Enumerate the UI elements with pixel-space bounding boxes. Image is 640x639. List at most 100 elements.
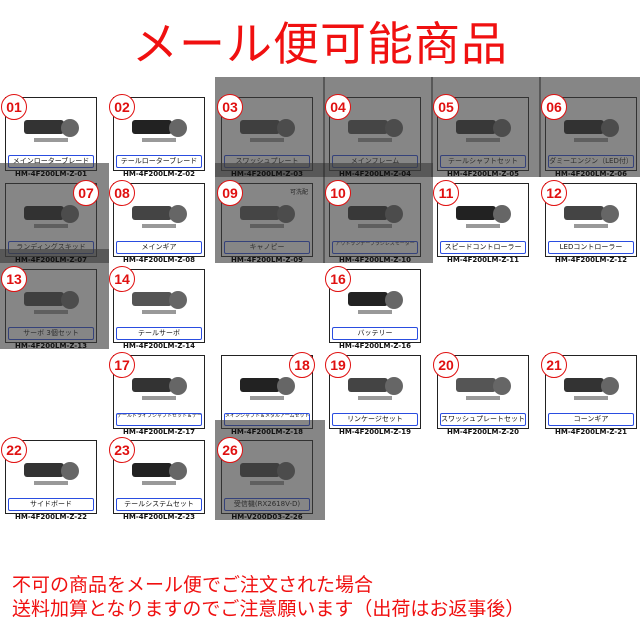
product-card[interactable]: 11 スピードコントローラー HM-4F200LM-Z-11 [433, 169, 541, 264]
product-code: HM-4F200LM-Z-07 [15, 256, 87, 264]
product-image-frame: スピードコントローラー [437, 183, 529, 257]
landing-skid-icon [24, 205, 79, 228]
product-card[interactable]: 08 メインギア HM-4F200LM-Z-08 [109, 169, 217, 264]
product-card[interactable]: 22 サイドボード HM-4F200LM-Z-22 [1, 426, 109, 521]
item-number-badge: 22 [1, 437, 27, 463]
product-image-frame: テールシステムセット [113, 440, 205, 514]
notice-line-2: 送料加算となりますのでご注意願います（出荷はお返事後） [12, 598, 525, 620]
product-name: テールシャフトセット [440, 155, 526, 168]
product-image-frame: メインローターブレード [5, 97, 97, 171]
product-card[interactable]: 20 スワッシュプレートセット HM-4F200LM-Z-20 [433, 341, 541, 436]
item-number-badge: 02 [109, 94, 135, 120]
product-name: メインローターブレード [8, 155, 94, 168]
frame-icon [348, 119, 403, 142]
product-name: ダミーエンジン（LED付） [548, 155, 634, 168]
item-number-badge: 19 [325, 352, 351, 378]
product-image-frame: サーボ 3個セット [5, 269, 97, 343]
shaft-icon [132, 377, 187, 400]
receiver-icon [240, 462, 295, 485]
item-number-badge: 04 [325, 94, 351, 120]
product-card[interactable]: 17 テールドライブシャフトセット＆テールプッシュロッドセット HM-4F200… [109, 341, 217, 436]
product-code: HM-4F200LM-Z-02 [123, 170, 195, 178]
product-name: スワッシュプレート [224, 155, 310, 168]
product-card[interactable]: 23 テールシステムセット HM-4F200LM-Z-23 [109, 426, 217, 521]
product-name: コーンギア [548, 413, 634, 426]
product-name: LEDコントローラー [548, 241, 634, 254]
side-board-icon [24, 462, 79, 485]
product-name: アウトランナーブラシレスモーター [332, 241, 418, 254]
item-number-badge: 13 [1, 266, 27, 292]
notice-line-1: 不可の商品をメール便でご注文された場合 [12, 574, 374, 596]
product-code: HM-4F200LM-Z-05 [447, 170, 519, 178]
product-name: スピードコントローラー [440, 241, 526, 254]
product-card[interactable]: 06 ダミーエンジン（LED付） HM-4F200LM-Z-06 [539, 77, 640, 178]
product-code: HM-4F200LM-Z-18 [231, 428, 303, 436]
product-name: テールドライブシャフトセット＆テールプッシュロッドセット [116, 413, 202, 426]
tail-blades-icon [132, 119, 187, 142]
linkage-icon [348, 377, 403, 400]
product-code: HM-4F200LM-Z-20 [447, 428, 519, 436]
tail-system-icon [132, 462, 187, 485]
product-image-frame: メインギア [113, 183, 205, 257]
product-code: HM-4F200LM-Z-23 [123, 513, 195, 521]
product-code: HM-4F200LM-Z-09 [231, 256, 303, 264]
item-number-badge: 01 [1, 94, 27, 120]
product-card[interactable]: 18 メインシャフト＆メタルアームセット HM-4F200LM-Z-18 [217, 341, 325, 436]
product-name: テールサーボ [116, 327, 202, 340]
product-card[interactable]: 05 テールシャフトセット HM-4F200LM-Z-05 [431, 77, 541, 178]
item-number-badge: 10 [325, 180, 351, 206]
item-number-badge: 06 [541, 94, 567, 120]
product-name: メインシャフト＆メタルアームセット [224, 413, 310, 426]
product-code: HM-4F200LM-Z-06 [555, 170, 627, 178]
product-card[interactable]: 19 リンケージセット HM-4F200LM-Z-19 [325, 341, 433, 436]
servo-icon [132, 291, 187, 314]
product-name: テールローターブレード [116, 155, 202, 168]
product-code: HM-4F200LM-Z-01 [15, 170, 87, 178]
rotor-blades-icon [24, 119, 79, 142]
item-number-badge: 12 [541, 180, 567, 206]
item-number-badge: 18 [289, 352, 315, 378]
product-card[interactable]: 12 LEDコントローラー HM-4F200LM-Z-12 [541, 169, 640, 264]
product-code: HM-V200D03-Z-26 [231, 513, 303, 521]
product-card[interactable]: 03 スワッシュプレート HM-4F200LM-Z-03 [215, 77, 325, 178]
product-card[interactable]: 07 ランディングスキッド HM-4F200LM-Z-07 [0, 163, 109, 264]
product-card[interactable]: 14 テールサーボ HM-4F200LM-Z-14 [109, 255, 217, 350]
product-code: HM-4F200LM-Z-10 [339, 256, 411, 264]
product-card[interactable]: 04 メインフレーム HM-4F200LM-Z-04 [323, 77, 433, 178]
product-card[interactable]: 21 コーンギア HM-4F200LM-Z-21 [541, 341, 640, 436]
dummy-engine-icon [564, 119, 619, 142]
product-card[interactable]: 16 バッテリー HM-4F200LM-Z-16 [325, 255, 433, 350]
product-name: スワッシュプレートセット [440, 413, 526, 426]
tail-boom-icon [456, 119, 511, 142]
canopy-icon [240, 205, 295, 228]
product-card[interactable]: 02 テールローターブレード HM-4F200LM-Z-02 [109, 83, 217, 178]
product-code: HM-4F200LM-Z-21 [555, 428, 627, 436]
product-image-frame: LEDコントローラー [545, 183, 637, 257]
product-card[interactable]: 01 メインローターブレード HM-4F200LM-Z-01 [1, 83, 109, 178]
item-number-badge: 08 [109, 180, 135, 206]
product-code: HM-4F200LM-Z-16 [339, 342, 411, 350]
page-title: メール便可能商品 [132, 17, 508, 71]
product-code: HM-4F200LM-Z-14 [123, 342, 195, 350]
led-controller-icon [564, 205, 619, 228]
main-shaft-icon [240, 377, 295, 400]
battery-icon [348, 291, 403, 314]
item-number-badge: 07 [73, 180, 99, 206]
product-card[interactable]: 26 受信機(RX2618V-D) HM-V200D03-Z-26 [215, 420, 325, 521]
product-image-frame: テールローターブレード [113, 97, 205, 171]
cone-gear-icon [564, 377, 619, 400]
item-number-badge: 21 [541, 352, 567, 378]
product-card[interactable]: 13 サーボ 3個セット HM-4F200LM-Z-13 [0, 249, 109, 350]
product-name: メインギア [116, 241, 202, 254]
product-card[interactable]: 10 アウトランナーブラシレスモーター HM-4F200LM-Z-10 [323, 163, 433, 264]
item-number-badge: 05 [433, 94, 459, 120]
product-code: HM-4F200LM-Z-04 [339, 170, 411, 178]
motor-icon [348, 205, 403, 228]
product-name: ランディングスキッド [8, 241, 94, 254]
product-card[interactable]: 09 可洗配 キャノピー HM-4F200LM-Z-09 [215, 163, 325, 264]
product-name: サイドボード [8, 498, 94, 511]
product-name: リンケージセット [332, 413, 418, 426]
product-code: HM-4F200LM-Z-12 [555, 256, 627, 264]
item-number-badge: 09 [217, 180, 243, 206]
